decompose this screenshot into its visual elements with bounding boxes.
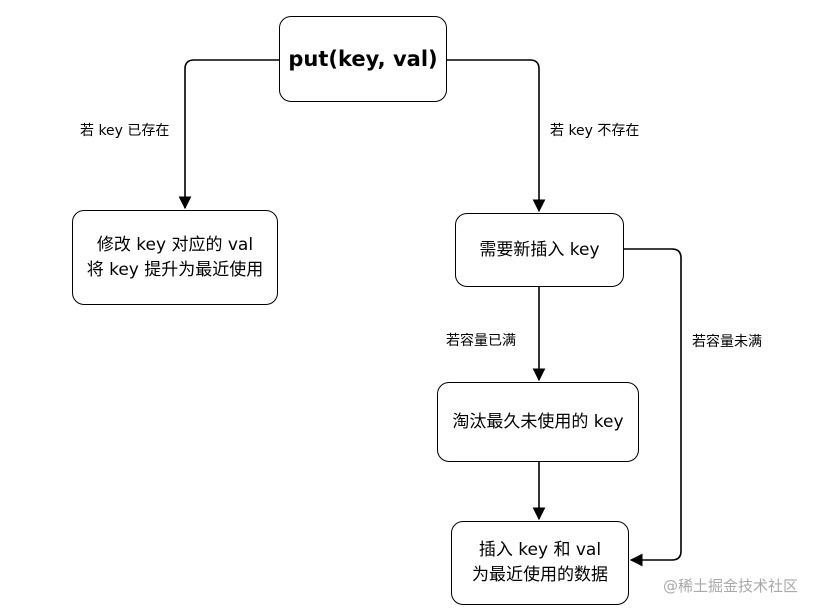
edge-label-capacity-not-full: 若容量未满 xyxy=(692,334,762,350)
watermark: @稀土掘金技术社区 xyxy=(662,577,798,595)
insert-node-line1: 插入 key 和 val xyxy=(478,540,602,560)
need-insert-node: 需要新插入 key xyxy=(455,213,624,287)
edge-label-capacity-full: 若容量已满 xyxy=(446,333,516,349)
edge-label-key-not-exists: 若 key 不存在 xyxy=(550,123,640,139)
modify-node: 修改 key 对应的 val 将 key 提升为最近使用 xyxy=(72,210,278,305)
edge-label-key-exists: 若 key 已存在 xyxy=(80,123,170,139)
insert-node-line2: 为最近使用的数据 xyxy=(472,565,608,585)
edge-put-to-need-insert xyxy=(447,59,546,213)
edge-need-insert-to-insert xyxy=(624,248,682,567)
modify-node-line2: 将 key 提升为最近使用 xyxy=(86,259,264,280)
evict-node: 淘汰最久未使用的 key xyxy=(437,382,639,462)
modify-node-line1: 修改 key 对应的 val xyxy=(96,234,254,255)
edge-put-to-modify xyxy=(178,59,279,210)
put-node-label: put(key, val) xyxy=(288,46,438,71)
insert-node: 插入 key 和 val 为最近使用的数据 xyxy=(451,521,629,605)
need-insert-node-label: 需要新插入 key xyxy=(479,239,600,260)
put-node: put(key, val) xyxy=(279,16,447,102)
evict-node-label: 淘汰最久未使用的 key xyxy=(452,411,624,432)
